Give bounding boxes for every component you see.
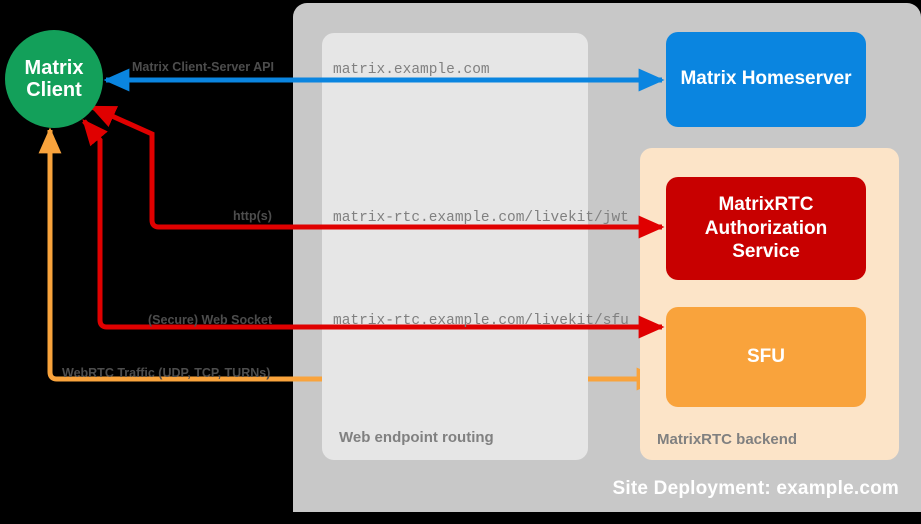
node-sfu-label: SFU <box>747 345 785 367</box>
node-matrix-client-line1: Matrix <box>24 56 84 79</box>
connector-label-webrtc: WebRTC Traffic (UDP, TCP, TURNs) <box>62 366 271 380</box>
connector-webrtc <box>38 127 663 391</box>
node-matrix-client[interactable]: Matrix Client <box>5 30 103 128</box>
connector-label-cs-api: Matrix Client-Server API <box>132 60 274 74</box>
node-auth-line3: Service <box>732 241 800 263</box>
node-auth-line2: Authorization <box>704 217 828 239</box>
endpoint-label-jwt: matrix-rtc.example.com/livekit/jwt <box>333 210 629 226</box>
connector-label-https: http(s) <box>233 209 272 223</box>
site-deployment-label: Site Deployment: example.com <box>612 478 899 499</box>
endpoint-label-matrix: matrix.example.com <box>333 62 490 78</box>
node-matrix-client-line2: Client <box>26 79 82 101</box>
node-matrixrtc-authorization-service[interactable]: MatrixRTC Authorization Service <box>666 177 866 280</box>
connector-label-websocket: (Secure) Web Socket <box>148 313 273 327</box>
node-auth-line1: MatrixRTC <box>718 193 814 215</box>
connector-https <box>89 104 665 239</box>
node-sfu[interactable]: SFU <box>666 307 866 407</box>
node-matrix-homeserver[interactable]: Matrix Homeserver <box>666 32 866 127</box>
node-matrix-homeserver-label: Matrix Homeserver <box>680 68 852 90</box>
matrixrtc-backend-label: MatrixRTC backend <box>657 431 798 448</box>
endpoint-label-sfu: matrix-rtc.example.com/livekit/sfu <box>333 313 629 329</box>
web-endpoint-routing-label: Web endpoint routing <box>339 429 494 446</box>
